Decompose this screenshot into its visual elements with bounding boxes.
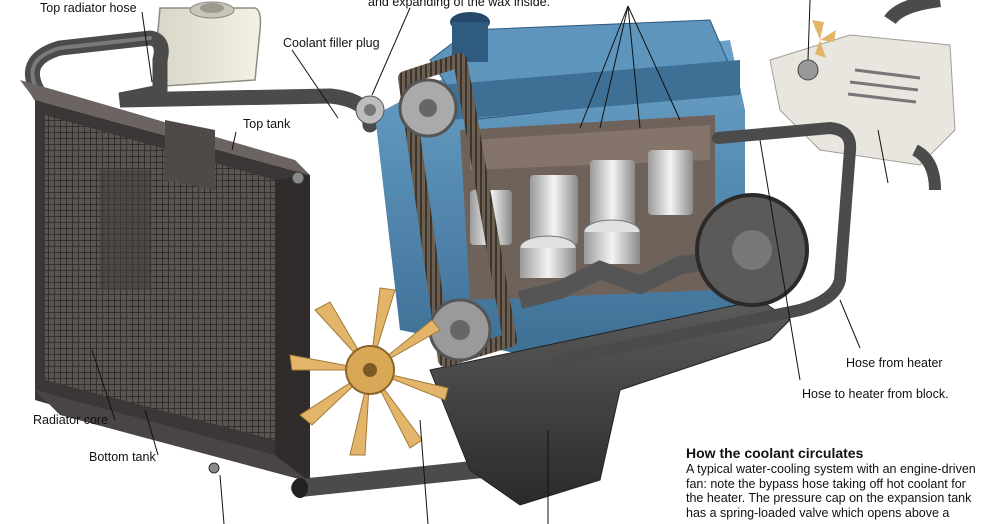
heater-hose-a — [554, 121, 857, 366]
caption-title: How the coolant circulates — [686, 445, 864, 461]
leader-lines — [91, 0, 889, 524]
expansion-tank — [156, 1, 262, 87]
oil-pan — [429, 299, 791, 506]
crankshaft — [517, 251, 722, 309]
caption-line: the heater. The pressure cap on the expa… — [686, 491, 972, 505]
pistons — [470, 150, 693, 278]
thermostat — [355, 95, 385, 125]
heater-unit — [769, 34, 956, 166]
label-hose-to-heater-from-block: Hose to heater from block. — [802, 387, 949, 401]
timing-belt — [398, 53, 517, 367]
heater-fan-icon — [812, 20, 836, 58]
label-bottom-tank: Bottom tank — [89, 450, 156, 464]
label-radiator-core: Radiator core — [33, 413, 109, 427]
caption-line: has a spring-loaded valve which opens ab… — [686, 505, 950, 520]
caption-line: A typical water-cooling system with an e… — [686, 462, 976, 476]
label-hose-from-heater: Hose from heater — [846, 356, 943, 370]
engine-fan — [289, 287, 449, 456]
label-top-tank: Top tank — [243, 117, 291, 131]
label-top-radiator-hose: Top radiator hose — [40, 1, 137, 15]
heater-hose-b — [884, 0, 941, 25]
label-coolant-filler-plug: Coolant filler plug — [283, 36, 380, 50]
label-thermostat-note: and expanding of the wax inside. — [368, 0, 551, 9]
caption-line: fan: note the bypass hose taking off hot… — [686, 476, 966, 491]
caption-body: A typical water-cooling system with an e… — [686, 462, 986, 520]
